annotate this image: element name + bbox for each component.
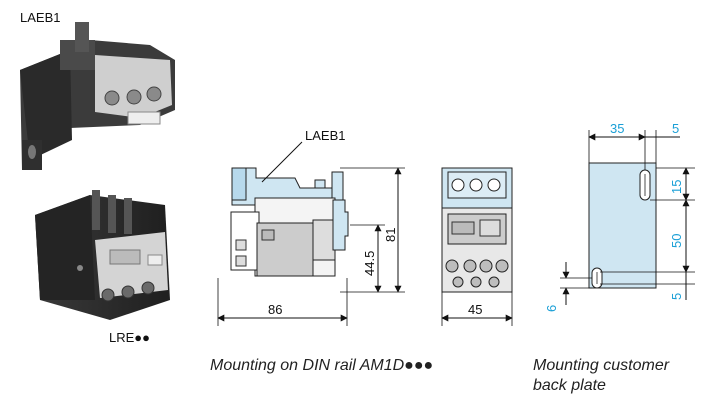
- dim-slot-6: 6: [544, 305, 559, 312]
- dim-plate-15: 15: [669, 180, 684, 194]
- dim-width-86: 86: [268, 302, 282, 317]
- dim-plate-50: 50: [669, 234, 684, 248]
- dim-rail-44-5: 44.5: [362, 251, 377, 276]
- lre-relay-photo: [35, 190, 170, 320]
- front-view: [441, 167, 513, 326]
- laeb1-photo: [20, 22, 175, 170]
- back-plate: [560, 130, 695, 305]
- dim-width-45: 45: [468, 302, 482, 317]
- laeb1-callout: LAEB1: [305, 128, 345, 143]
- dim-height-81: 81: [383, 228, 398, 242]
- dim-plate-35: 35: [610, 121, 624, 136]
- plate-caption-line2: back plate: [533, 377, 606, 394]
- laeb1-photo-label: LAEB1: [20, 10, 60, 25]
- lre-photo-label: LRE●●: [109, 330, 150, 345]
- din-side-view: [217, 141, 405, 326]
- plate-caption-line1: Mounting customer: [533, 357, 670, 374]
- dim-plate-edge-5: 5: [672, 121, 679, 136]
- dim-plate-bottom-5: 5: [669, 293, 684, 300]
- din-caption: Mounting on DIN rail AM1D●●●: [210, 357, 434, 374]
